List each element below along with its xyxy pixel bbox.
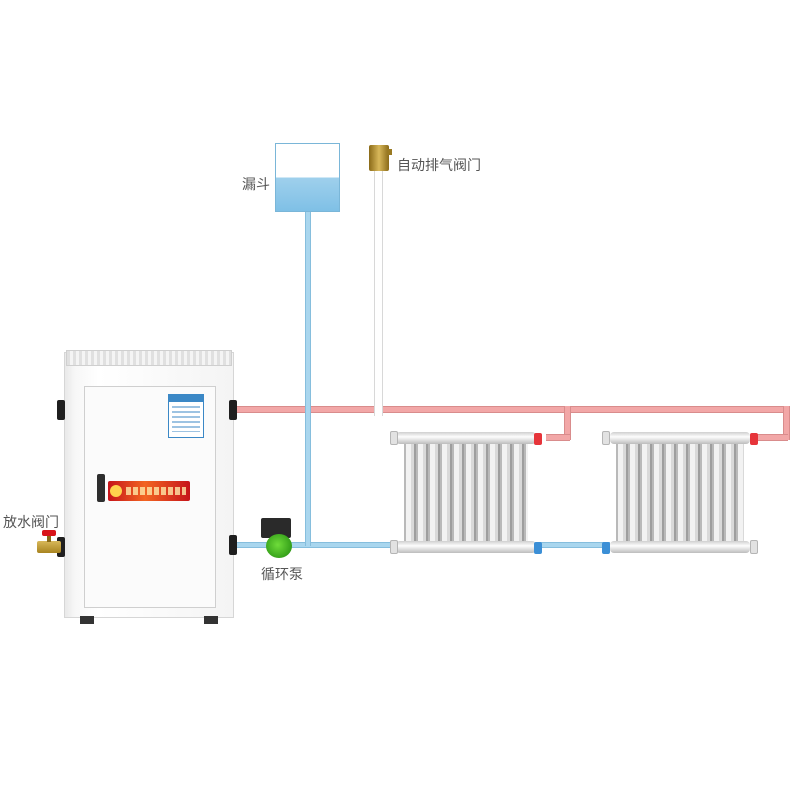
boiler-brand-text [126,487,186,495]
funnel-pipe [305,210,311,546]
air-vent-pipe [374,170,383,416]
air-vent-valve-cap [387,149,392,155]
radiator-return-valve [602,542,610,554]
cold-return-pipe [236,542,392,548]
boiler-control-panel-text [172,406,200,432]
radiator-bottom-header [610,541,750,553]
radiator-end-cap [390,540,398,554]
drain-valve-handle [42,530,56,536]
boiler-side-fitting-bottom [57,537,65,557]
boiler-foot-left [80,616,94,624]
funnel-icon [275,143,340,212]
air-vent-label: 自动排气阀门 [397,158,481,174]
boiler-brand-logo [110,485,122,497]
radiator-top-header [396,432,536,444]
pump-label: 循环泵 [261,567,303,583]
radiator-end-cap [390,431,398,445]
boiler-top-grille [66,350,232,366]
radiator-end-cap [602,431,610,445]
pump-icon [266,534,292,558]
drain-valve-icon [37,541,61,553]
boiler-control-panel-header [169,395,203,402]
radiator-supply-valve [750,433,758,445]
radiator-columns [616,442,744,548]
hot-pipe-feed-1 [546,434,570,441]
cold-return-link [540,542,610,548]
hot-pipe-riser-1 [564,406,571,440]
pump-motor [261,518,291,538]
boiler-door-handle [97,474,105,502]
radiator-icon [390,430,542,560]
radiator-supply-valve [534,433,542,445]
radiator-columns [404,442,528,548]
radiator-bottom-header [396,541,536,553]
drain-valve-stem [47,536,51,542]
drain-valve-label: 放水阀门 [3,515,59,531]
air-vent-valve-icon [369,145,389,171]
radiator-icon [600,430,760,560]
hot-supply-pipe [236,406,790,413]
boiler-inlet-fitting [229,535,237,555]
hot-pipe-feed-2 [756,434,788,441]
boiler-foot-right [204,616,218,624]
boiler-side-fitting-top [57,400,65,420]
radiator-end-cap [750,540,758,554]
radiator-top-header [610,432,750,444]
boiler-outlet-fitting [229,400,237,420]
radiator-return-valve [534,542,542,554]
hot-pipe-riser-2 [783,406,790,440]
funnel-label: 漏斗 [242,177,270,193]
